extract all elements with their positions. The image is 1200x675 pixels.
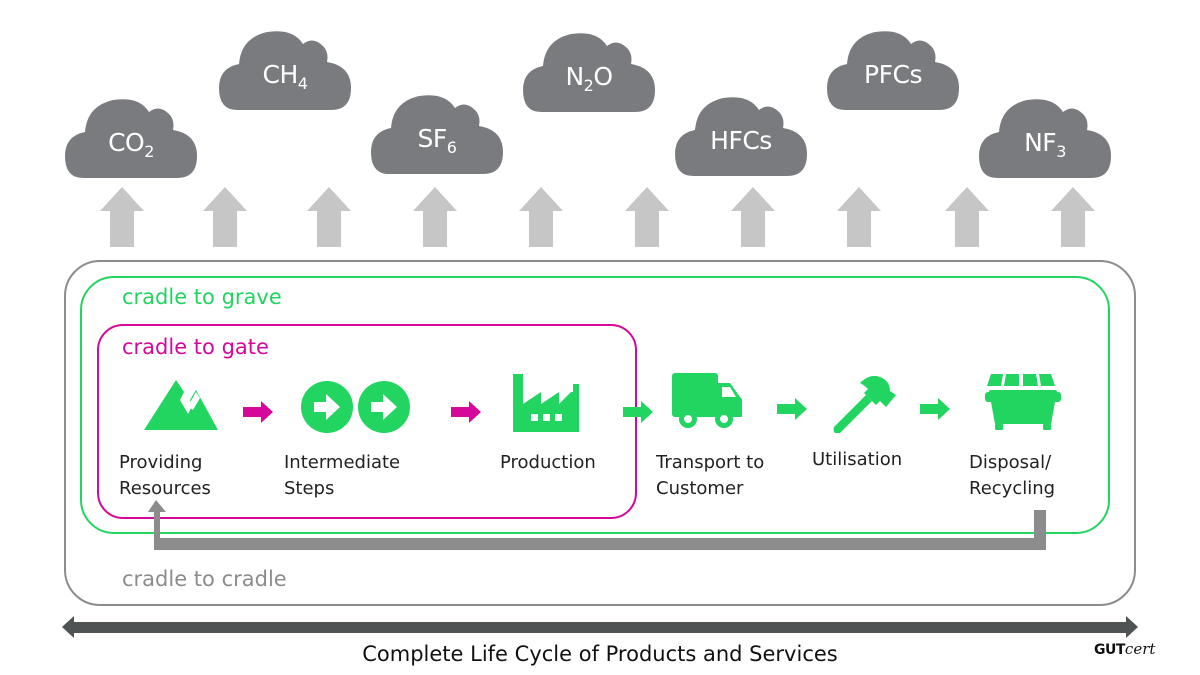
gas-label: N2O: [565, 62, 613, 95]
logo-script: cert: [1124, 640, 1156, 658]
factory-icon: [513, 374, 579, 432]
hammer-icon: [833, 375, 896, 433]
emission-up-arrow: [625, 187, 669, 247]
logo-bold: GUT: [1094, 642, 1125, 658]
emission-up-arrow: [413, 187, 457, 247]
emission-up-arrow: [837, 187, 881, 247]
emission-up-arrow: [307, 187, 351, 247]
stage-line1: Utilisation: [812, 449, 903, 470]
gas-label: CO2: [108, 128, 154, 161]
gas-label: NF3: [1024, 128, 1066, 161]
emission-up-arrow: [100, 187, 144, 247]
stage-label-disposal: Disposal/ Recycling: [969, 450, 1055, 502]
emission-up-arrow: [945, 187, 989, 247]
cradle-to-gate-boundary: [97, 324, 637, 519]
cradle-to-cradle-label: cradle to cradle: [122, 567, 287, 591]
emission-up-arrow: [519, 187, 563, 247]
dumpster-icon: [985, 374, 1061, 430]
emission-up-arrow: [731, 187, 775, 247]
stage-label-utilisation: Utilisation: [812, 447, 902, 473]
cradle-to-grave-label: cradle to grave: [122, 285, 282, 309]
cloud-ch4: CH4: [217, 18, 353, 114]
emission-up-arrow: [203, 187, 247, 247]
gutcert-logo: GUTcert: [1094, 640, 1155, 658]
stage-line1: Transport to: [656, 452, 765, 473]
cloud-co2: CO2: [63, 86, 199, 182]
cloud-nf3: NF3: [977, 86, 1113, 182]
life-cycle-double-arrow: [62, 616, 1138, 638]
emission-up-arrow: [1051, 187, 1095, 247]
cloud-sf6: SF6: [369, 82, 505, 178]
cradle-to-cradle-boundary: [64, 260, 1136, 606]
stage-line1: Intermediate: [284, 452, 401, 473]
cloud-icon: [675, 97, 807, 176]
stage-line2: Customer: [656, 478, 744, 499]
cloud-icon: [65, 99, 197, 178]
cradle-to-grave-boundary: [80, 276, 1110, 534]
stage-line1: Providing: [119, 452, 203, 473]
gas-label: CH4: [262, 60, 308, 93]
stage-label-production: Production: [500, 450, 596, 476]
flow-arrow-2: [451, 401, 481, 423]
stage-line1: Disposal/: [969, 452, 1052, 473]
stage-line2: Steps: [284, 478, 335, 499]
mountain-icon: [144, 380, 218, 430]
flow-arrow-5: [920, 398, 950, 420]
cloud-n2o: N2O: [521, 20, 657, 116]
cloud-hfcs: HFCs: [673, 84, 809, 180]
flow-arrow-4: [777, 398, 807, 420]
flow-arrow-1: [243, 401, 273, 423]
cloud-icon: [979, 99, 1111, 178]
stage-line2: Resources: [119, 478, 211, 499]
cloud-icon: [827, 31, 959, 111]
truck-icon: [672, 373, 742, 428]
gas-label: SF6: [417, 124, 457, 157]
gas-label: PFCs: [864, 60, 922, 89]
cloud-pfcs: PFCs: [825, 18, 961, 114]
flow-arrow-3: [623, 401, 653, 423]
cloud-icon: [371, 95, 503, 174]
double-arrow-circle-icon: [301, 381, 410, 433]
cloud-icon: [523, 33, 655, 113]
cloud-icon: [219, 31, 351, 111]
recycling-return-arrow: [148, 500, 1046, 550]
stage-label-intermediate-steps: Intermediate Steps: [284, 450, 400, 502]
cradle-to-gate-label: cradle to gate: [122, 335, 269, 359]
stage-line1: Production: [500, 452, 596, 473]
stage-label-providing-resources: Providing Resources: [119, 450, 211, 502]
stage-line2: Recycling: [969, 478, 1056, 499]
stage-label-transport: Transport to Customer: [656, 450, 764, 502]
life-cycle-title: Complete Life Cycle of Products and Serv…: [362, 642, 838, 666]
gas-label: HFCs: [710, 126, 772, 155]
